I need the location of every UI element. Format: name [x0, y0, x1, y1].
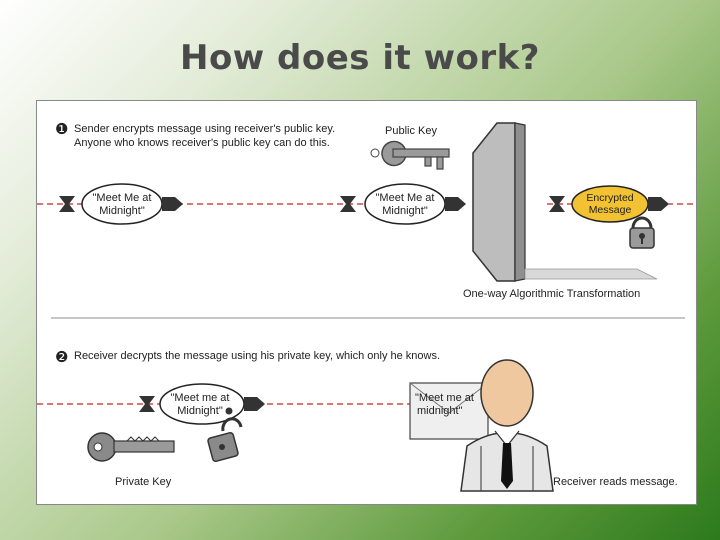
step2-text-line1: Receiver decrypts the message using his …	[74, 350, 440, 362]
receiver-label: Receiver reads message.	[553, 476, 678, 488]
diagram-panel: ❶ Sender encrypts message using receiver…	[36, 100, 697, 505]
decrypted-line1: "Meet me at	[171, 392, 230, 404]
message-envelope: "Meet me at midnight"	[410, 383, 488, 439]
message1-line2: Midnight"	[99, 205, 145, 217]
decrypted-line2: Midnight"	[177, 405, 223, 417]
slide-title: How does it work?	[0, 38, 720, 78]
message1-line1: "Meet Me at	[93, 192, 152, 204]
private-key-label: Private Key	[115, 476, 172, 488]
message2-line1: "Meet Me at	[376, 192, 435, 204]
padlock-open-icon	[207, 419, 241, 462]
note-line2: midnight"	[417, 405, 463, 417]
step2-number: ❷	[55, 349, 68, 366]
encrypted-line1: Encrypted	[586, 192, 633, 204]
public-key-label: Public Key	[385, 125, 437, 137]
step1-text-line1: Sender encrypts message using receiver's…	[74, 123, 335, 135]
public-key-icon	[371, 142, 449, 170]
note-line1: "Meet me at	[415, 392, 474, 404]
padlock-closed-icon	[630, 218, 654, 248]
private-key-icon	[88, 433, 174, 461]
encrypted-line2: Message	[589, 204, 632, 216]
encryption-diagram: ❶ Sender encrypts message using receiver…	[37, 101, 696, 504]
transformation-label: One-way Algorithmic Transformation	[463, 288, 640, 300]
step1-text-line2: Anyone who knows receiver's public key c…	[74, 137, 330, 149]
message2-line2: Midnight"	[382, 205, 428, 217]
step1-number: ❶	[55, 121, 68, 138]
